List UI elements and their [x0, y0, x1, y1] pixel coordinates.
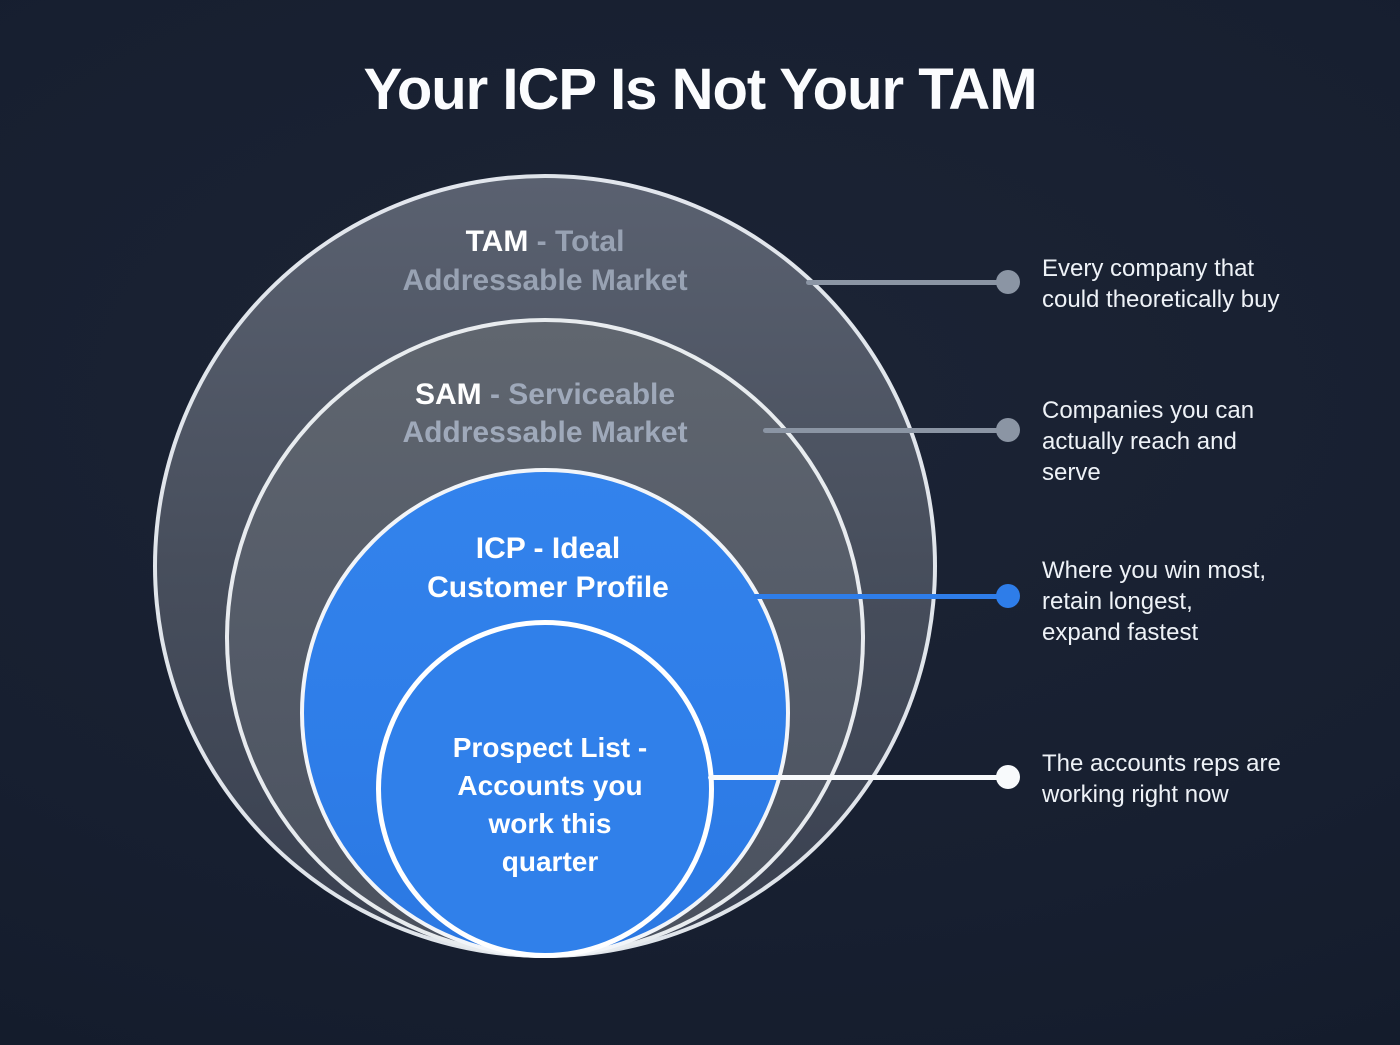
prospect-list-label-text: Prospect List - Accounts you work this q… — [452, 732, 648, 877]
page-title: Your ICP Is Not Your TAM — [363, 57, 1037, 122]
tam-callout-connector-line — [806, 280, 1008, 285]
tam-label: TAM - Total Addressable Market — [375, 222, 715, 300]
prospect-list-label: Prospect List - Accounts you work this q… — [400, 729, 700, 881]
icp-callout-text: Where you win most, retain longest, expa… — [1042, 557, 1267, 646]
tam-label-acronym: TAM — [465, 225, 529, 258]
prospect-callout-connector-line — [708, 775, 1008, 780]
icp-callout-dot — [996, 584, 1020, 608]
prospect-callout-dot — [996, 765, 1020, 789]
sam-label-expansion: - Serviceable Addressable Market — [402, 378, 688, 449]
icp-label-text: ICP - Ideal Customer Profile — [427, 532, 669, 604]
tam-label-expansion: - Total Addressable Market — [402, 225, 688, 297]
tam-callout-text: Every company that could theoretically b… — [1042, 255, 1280, 313]
sam-label: SAM - Serviceable Addressable Market — [375, 376, 715, 452]
tam-callout-dot — [996, 270, 1020, 294]
prospect-circle — [376, 620, 714, 958]
icp-callout-connector-line — [753, 594, 1008, 599]
sam-callout-connector-line — [763, 428, 1008, 433]
sam-callout-dot — [996, 418, 1020, 442]
icp-label: ICP - Ideal Customer Profile — [378, 529, 718, 607]
sam-callout-text: Companies you can actually reach and ser… — [1042, 397, 1255, 486]
prospect-callout-text: The accounts reps are working right now — [1042, 750, 1281, 808]
sam-label-acronym: SAM — [414, 378, 482, 411]
